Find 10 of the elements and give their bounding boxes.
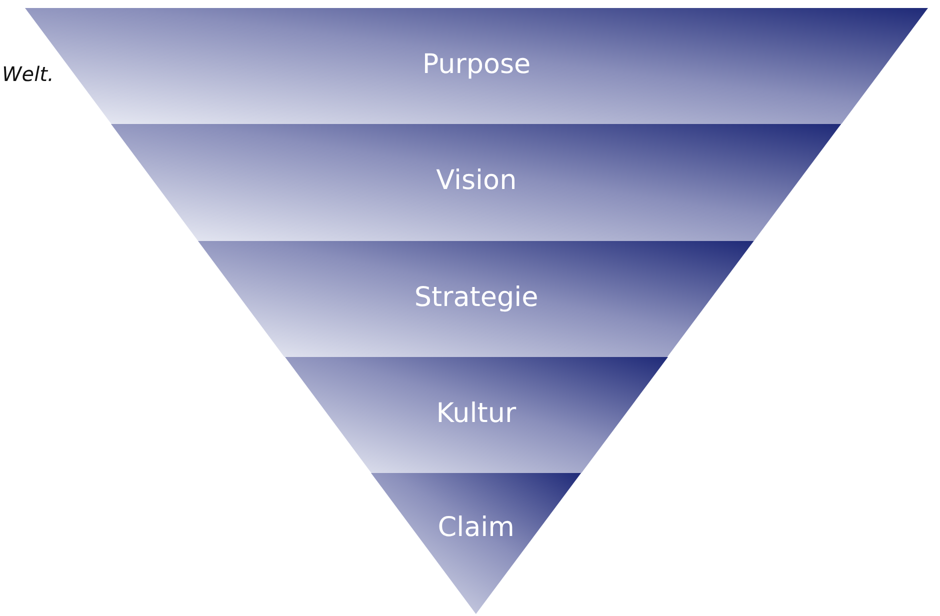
- band-label: Kultur: [436, 397, 516, 431]
- band-label: Strategie: [414, 281, 538, 315]
- note-text: Welt.: [2, 62, 54, 86]
- band-label: Purpose: [422, 48, 531, 82]
- pyramid-band: [198, 241, 754, 357]
- band-label: Vision: [436, 164, 517, 198]
- pyramid-band: [111, 124, 842, 241]
- pyramid-tip: [371, 473, 582, 614]
- band-label: Claim: [438, 511, 514, 545]
- pyramid-band: [284, 357, 668, 473]
